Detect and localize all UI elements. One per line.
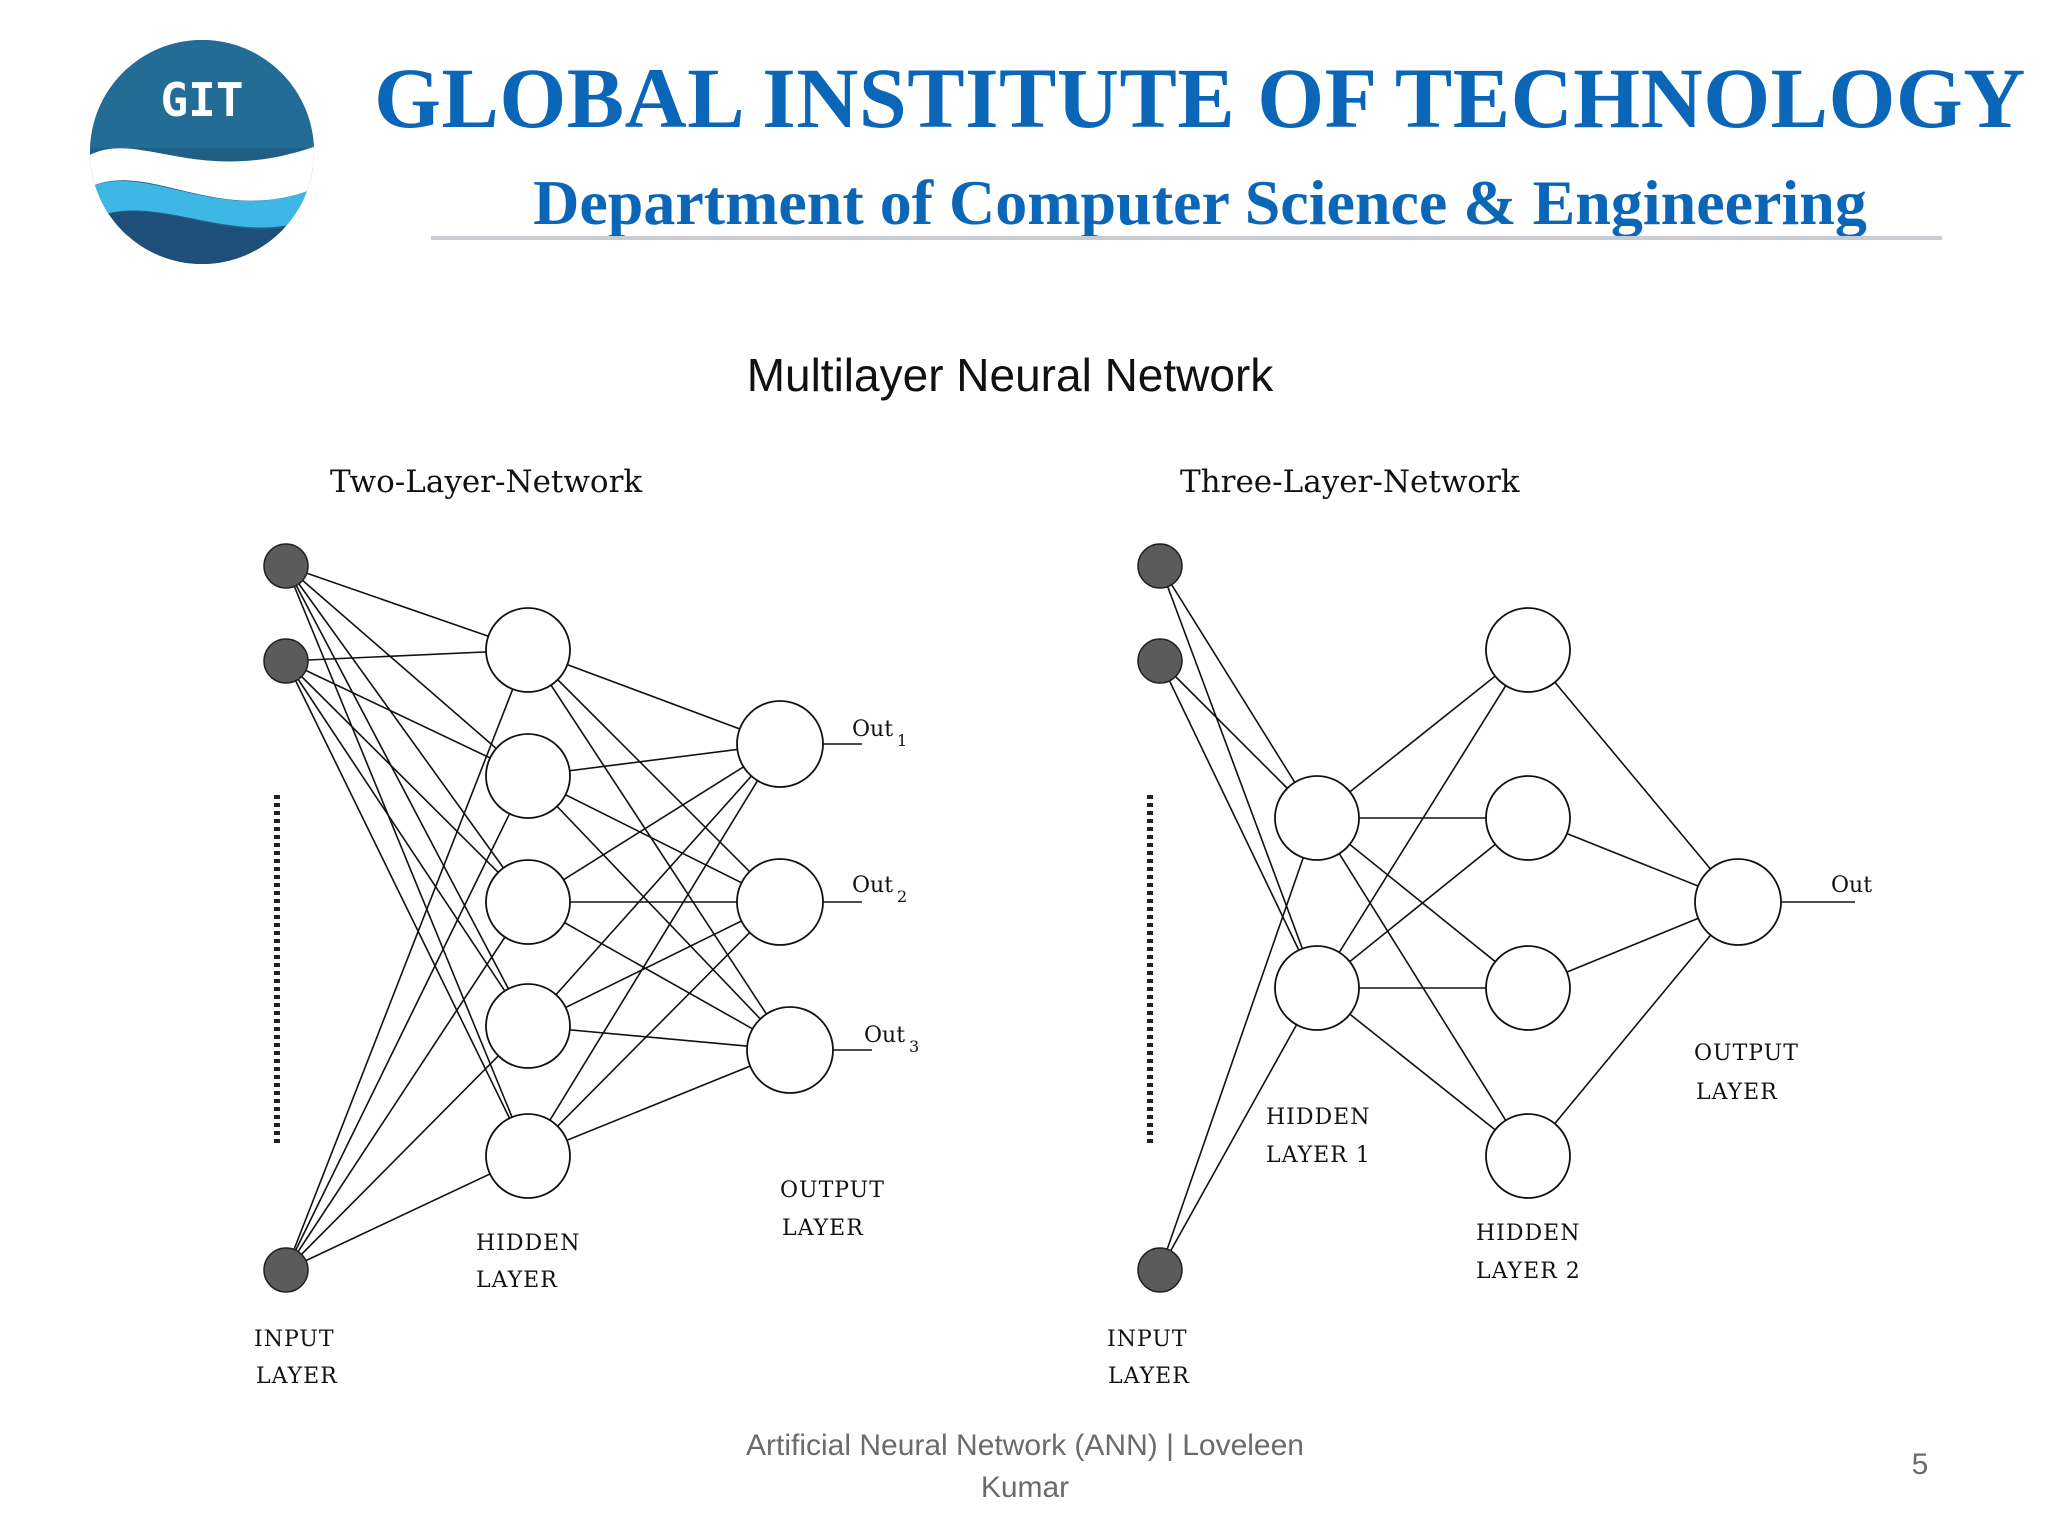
output-layer-label: LAYER [782,1216,864,1241]
hidden-layer-label: LAYER [476,1268,558,1293]
input-node [1137,543,1183,589]
page-number: 5 [1911,1448,1929,1481]
two-layer-network: Two-Layer-Network [254,464,919,1389]
department-underline [431,236,1942,240]
input-node [1137,1247,1183,1293]
three-layer-input-nodes [1137,543,1183,1293]
input-node [263,1247,309,1293]
slide-heading: Multilayer Neural Network [746,349,1274,401]
three-layer-title: Three-Layer-Network [1180,464,1520,500]
hidden2-node [1485,775,1571,861]
footer-text: Artificial Neural Network (ANN) | Lovele… [700,1425,1350,1509]
hidden-layer-2-label: LAYER 2 [1476,1259,1581,1284]
two-layer-title: Two-Layer-Network [330,464,642,500]
output-layer-label: OUTPUT [1694,1041,1799,1066]
footer-line: Artificial Neural Network (ANN) | Lovele… [746,1429,1304,1462]
hidden-layer-1-label: HIDDEN [1266,1105,1370,1130]
input-node [263,638,309,684]
input-layer-label: INPUT [1107,1327,1188,1352]
output-layer-label: OUTPUT [780,1178,885,1203]
output-node [746,1006,834,1094]
hidden-layer-1-label: LAYER 1 [1266,1143,1371,1168]
two-layer-input-nodes [263,543,309,1293]
hidden-node [485,1113,571,1199]
footer-line: Kumar [980,1471,1070,1504]
two-layer-output-nodes [736,700,834,1094]
hidden-node [485,733,571,819]
two-layer-connections [285,565,872,1271]
hidden-layer-label: HIDDEN [476,1231,580,1256]
input-node [263,543,309,589]
hidden2-node [1485,607,1571,693]
out-label: Out [1831,873,1872,898]
hidden-node [485,983,571,1069]
input-layer-label: LAYER [1108,1364,1190,1389]
three-layer-hidden1-nodes [1274,775,1360,1031]
hidden-node [485,607,571,693]
hidden1-node [1274,945,1360,1031]
three-layer-output-nodes [1694,858,1782,946]
three-layer-hidden2-nodes [1485,607,1571,1199]
three-layer-network: Three-Layer-Network [1107,464,1872,1389]
hidden-node [485,859,571,945]
logo-text: GIT [160,73,243,127]
input-layer-label: LAYER [256,1364,338,1389]
input-node [1137,638,1183,684]
three-layer-connections [1159,565,1855,1271]
output-node [736,858,824,946]
department-title: Department of Computer Science & Enginee… [533,167,1867,238]
input-layer-label: INPUT [254,1327,335,1352]
hidden2-node [1485,1113,1571,1199]
output-layer-label: LAYER [1696,1080,1778,1105]
institute-title: GLOBAL INSTITUTE OF TECHNOLOGY [374,50,2026,146]
output-node [736,700,824,788]
hidden2-node [1485,945,1571,1031]
git-logo: GIT [90,40,314,264]
hidden1-node [1274,775,1360,861]
hidden-layer-2-label: HIDDEN [1476,1221,1580,1246]
two-layer-hidden-nodes [485,607,571,1199]
output-node [1694,858,1782,946]
